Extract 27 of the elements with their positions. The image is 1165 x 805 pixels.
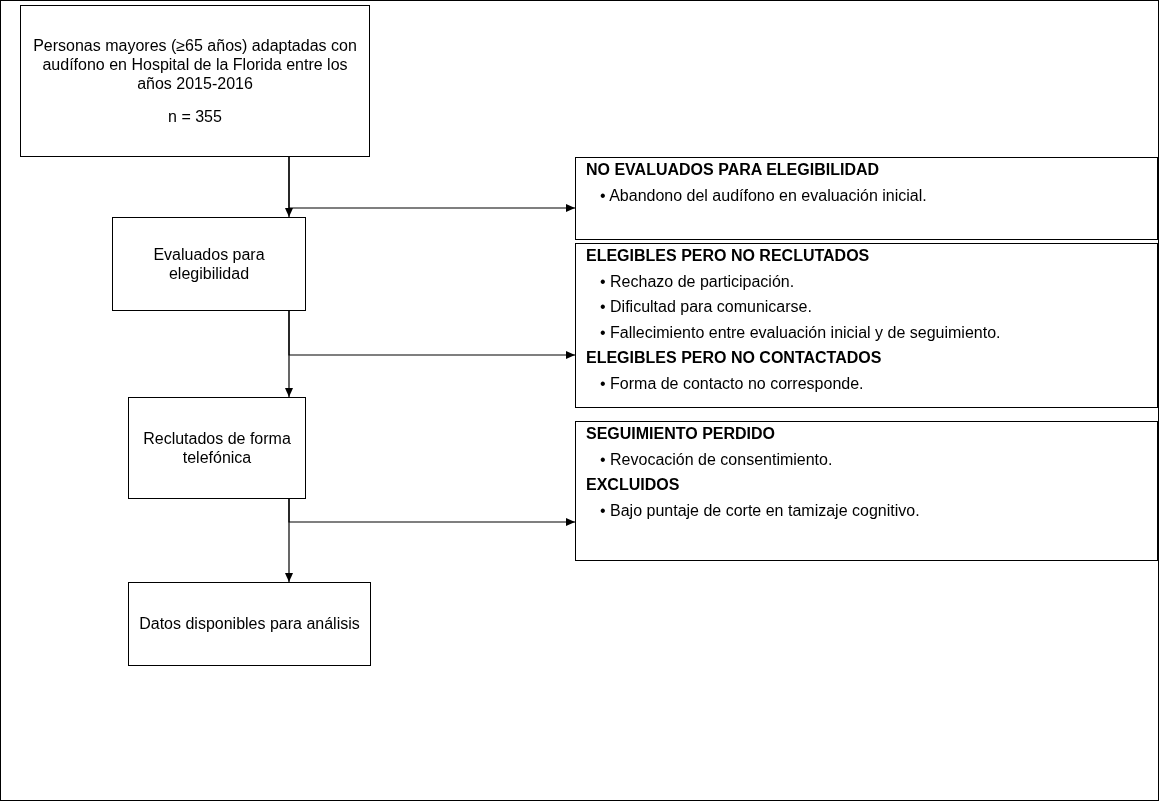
process-box: [128, 397, 306, 499]
process-box: [128, 582, 371, 666]
bullet-item: • Revocación de consentimiento.: [600, 450, 834, 469]
bullet-item: • Fallecimiento entre evaluación inicial y de seguimiento.: [600, 323, 1002, 342]
section-heading: ELEGIBLES PERO NO RECLUTADOS: [586, 247, 871, 265]
bullet-item: • Forma de contacto no corresponde.: [600, 374, 865, 393]
box-text: Evaluados para elegibilidad: [152, 244, 266, 284]
bullet-item: • Dificultad para comunicarse.: [600, 298, 813, 316]
arrow: [288, 498, 576, 526]
arrow: [288, 310, 576, 359]
box-text: n = 355: [168, 107, 222, 127]
exclusion-box: [575, 421, 1158, 561]
box-text: Datos disponibles para análisis: [139, 614, 360, 634]
exclusion-box: [575, 243, 1158, 408]
section-heading: NO EVALUADOS PARA ELEGIBILIDAD: [586, 161, 881, 179]
arrow: [288, 156, 576, 212]
bullet-item: • Rechazo de participación.: [600, 272, 796, 291]
section-heading: ELEGIBLES PERO NO CONTACTADOS: [586, 349, 883, 367]
bullet-item: • Abandono del audífono en evaluación inicial.: [600, 186, 928, 205]
process-box: [112, 217, 306, 311]
box-text: Reclutados de forma telefónica: [142, 428, 292, 468]
box-text: Personas mayores (≥65 años) adaptadas con audífono en Hospital de la Florida entre los años 2015-2016: [32, 35, 358, 94]
section-heading: EXCLUIDOS: [586, 476, 681, 494]
bullet-item: • Bajo puntaje de corte en tamizaje cognitivo.: [600, 501, 921, 520]
section-heading: SEGUIMIENTO PERDIDO: [586, 425, 777, 443]
process-box: [20, 5, 370, 157]
exclusion-box: [575, 157, 1158, 240]
